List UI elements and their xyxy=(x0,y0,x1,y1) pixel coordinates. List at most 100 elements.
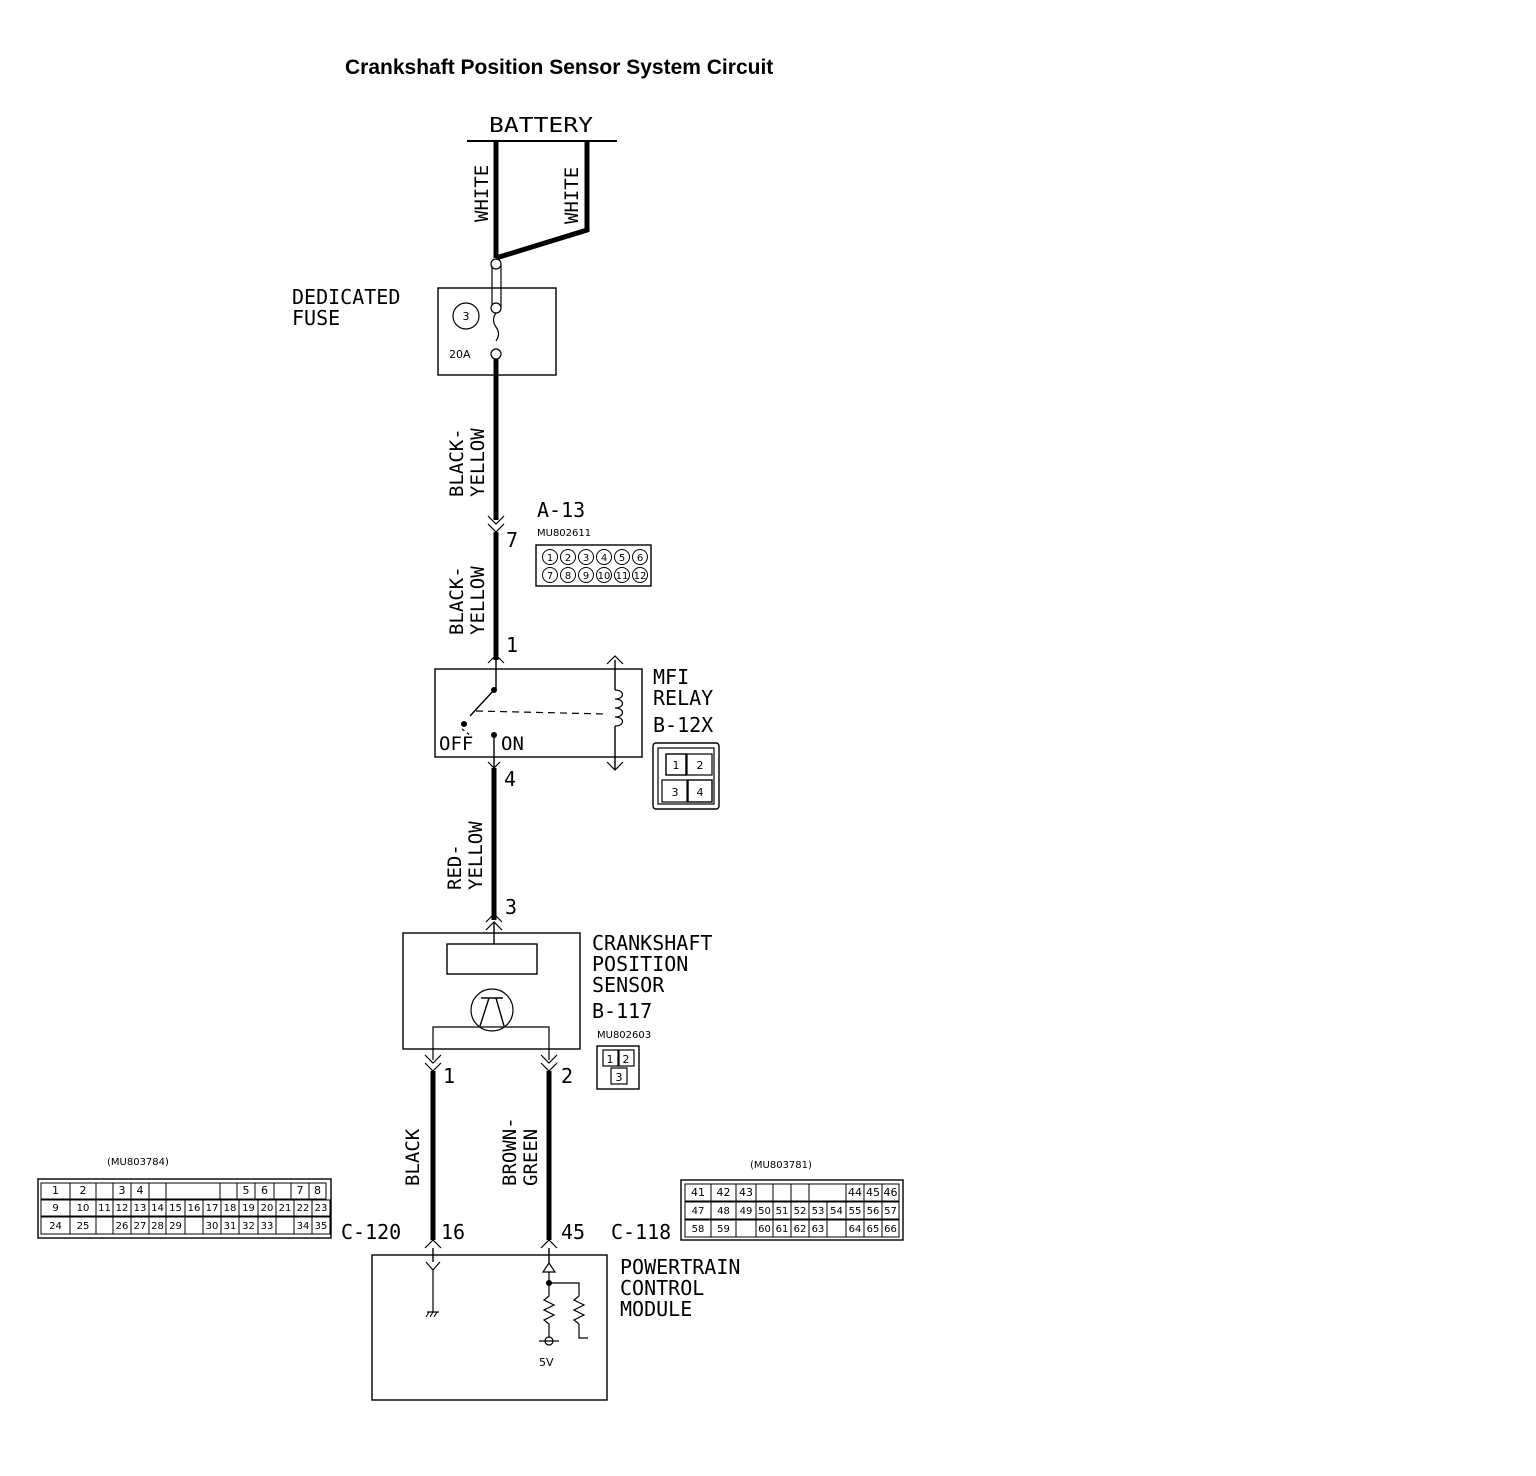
c120-cell xyxy=(165,1182,221,1200)
c120-cell xyxy=(273,1182,292,1200)
a13-pin-circle xyxy=(578,567,594,583)
c120-pin-label: 35 xyxy=(315,1221,328,1232)
b12x-inner xyxy=(657,747,715,805)
sensor-transistor xyxy=(470,988,514,1032)
crankshaft-position-sensor: CRANKSHAFT POSITION SENSOR B-117 MU80260… xyxy=(402,931,712,1060)
c120-cell xyxy=(311,1216,331,1235)
pcm-voltage-label: 5V xyxy=(539,1356,554,1369)
c118-cell xyxy=(881,1183,900,1202)
connector-b117: 1 2 3 xyxy=(596,1045,640,1090)
sensor-label-line3: SENSOR xyxy=(592,973,665,997)
c120-pin-label: 10 xyxy=(77,1203,90,1214)
c118-part: (MU803781) xyxy=(750,1160,812,1171)
fuse-terminal-bottom xyxy=(490,348,502,360)
a13-pin-label: 5 xyxy=(619,553,625,564)
a13-pin-label: 9 xyxy=(583,571,589,582)
c120-pin-label: 17 xyxy=(206,1203,219,1214)
c120-pin-label: 18 xyxy=(224,1203,237,1214)
b117-cell-3 xyxy=(610,1067,628,1085)
sensor-pin2-chevron-b xyxy=(540,1062,558,1072)
c118-cell xyxy=(881,1201,900,1220)
pcm-label-line3: MODULE xyxy=(620,1297,692,1321)
c118-pin-label: 44 xyxy=(848,1186,862,1199)
c120-pin-label: 21 xyxy=(279,1203,292,1214)
c120-cell xyxy=(275,1216,295,1235)
pcm-label-line2: CONTROL xyxy=(620,1276,704,1300)
b12x-pin-1: 1 xyxy=(673,759,680,772)
c118-cell xyxy=(772,1183,792,1202)
pcm-signal-arrow xyxy=(541,1261,557,1273)
sensor-label-line2: POSITION xyxy=(592,952,688,976)
c120-cell xyxy=(184,1216,204,1235)
c120-pin-label: 7 xyxy=(297,1184,304,1197)
c120-pin-label: 26 xyxy=(116,1221,129,1232)
relay-pin-out-label: 4 xyxy=(504,767,516,791)
pcm-branch-lead xyxy=(549,1282,580,1296)
c120-pin-label: 15 xyxy=(169,1203,182,1214)
c120-pin-label: 20 xyxy=(261,1203,274,1214)
wire-label-black-yellow-2a: BLACK- xyxy=(446,566,468,635)
c118-cell xyxy=(735,1219,757,1238)
wire-label-white-right: WHITE xyxy=(561,167,583,224)
c120-pin-label: 3 xyxy=(119,1184,126,1197)
relay-on-contact xyxy=(491,732,497,738)
a13-pin-label: 7 xyxy=(547,571,553,582)
fuse-label-line2: FUSE xyxy=(292,306,340,330)
sensor-pin1-chevron-b xyxy=(424,1062,442,1072)
a13-pin-circle xyxy=(578,549,594,565)
ground-hatch-2 xyxy=(429,1311,434,1318)
relay-label-line2: RELAY xyxy=(653,686,713,710)
c120-outline xyxy=(37,1178,332,1239)
ground-hatch-1 xyxy=(425,1311,430,1318)
pcm-pin45-chevron xyxy=(540,1239,558,1249)
relay-pin1-chevron xyxy=(487,654,505,664)
pcm-box xyxy=(371,1254,608,1401)
relay-off-dash xyxy=(461,728,471,736)
c118-pin-label: 53 xyxy=(812,1206,825,1217)
a13-pin-circle xyxy=(560,549,576,565)
c118-pin-label: 48 xyxy=(717,1206,730,1217)
b117-cell-1 xyxy=(602,1049,619,1067)
c118-pin-label: 52 xyxy=(794,1206,807,1217)
battery-wire-right xyxy=(495,141,590,261)
c118-pin-label: 55 xyxy=(849,1206,862,1217)
fuse-rating: 20A xyxy=(449,348,471,361)
sensor-pin1-chevron-a xyxy=(424,1054,442,1064)
c118-pin-label: 51 xyxy=(776,1206,789,1217)
c120-pin-label: 24 xyxy=(49,1221,62,1232)
relay-mechanical-link xyxy=(475,710,607,715)
b12x-pin-2: 2 xyxy=(697,759,704,772)
b117-pin-1: 1 xyxy=(607,1053,614,1066)
c118-pin-label: 54 xyxy=(830,1206,843,1217)
a13-pin-label: 2 xyxy=(565,553,571,564)
wire-fuse-to-a13: BLACK- YELLOW xyxy=(446,359,499,520)
b12x-pin-4: 4 xyxy=(697,786,704,799)
coil-chevron-bottom xyxy=(606,761,624,771)
a13-pin-label: 1 xyxy=(547,553,553,564)
c120-id: C-120 xyxy=(341,1220,401,1244)
wire-label-black-yellow-1a: BLACK- xyxy=(446,428,468,497)
b117-pin-3: 3 xyxy=(616,1071,623,1084)
wire-a13-to-relay: BLACK- YELLOW 1 xyxy=(446,532,518,664)
a13-chevron-bottom xyxy=(487,523,505,533)
c120-pin-label: 25 xyxy=(77,1221,90,1232)
c120-pin-label: 27 xyxy=(134,1221,147,1232)
c118-pin-label: 61 xyxy=(776,1224,789,1235)
pull-up-resistor xyxy=(542,1295,556,1325)
c118-pin-label: 63 xyxy=(812,1224,825,1235)
fuse-number-circle xyxy=(452,302,480,330)
b12x-cell-2 xyxy=(686,753,713,776)
c120-pin-label: 32 xyxy=(242,1221,255,1232)
a13-pin-circle xyxy=(614,549,630,565)
a13-pin-circle xyxy=(542,549,558,565)
c120-cell xyxy=(148,1182,167,1200)
relay-coil xyxy=(614,689,624,727)
c120-cell xyxy=(311,1199,331,1217)
a13-pin-circle xyxy=(614,567,630,583)
powertrain-control-module: POWERTRAIN CONTROL MODULE 5V xyxy=(371,1248,740,1401)
relay-on-label: ON xyxy=(501,733,524,755)
c118-pin-label: 58 xyxy=(692,1224,705,1235)
fuse-terminal-mid xyxy=(490,302,502,314)
